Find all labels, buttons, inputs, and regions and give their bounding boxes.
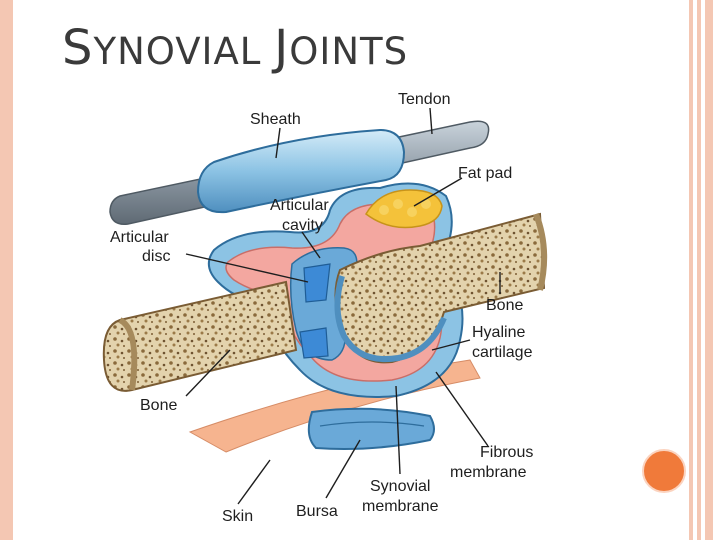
label-sheath: Sheath: [250, 111, 301, 128]
leader-lines: [185, 107, 501, 505]
label-articular-cavity-line2: cavity: [282, 217, 323, 234]
label-hyaline-line1: Hyaline: [472, 324, 525, 341]
label-bone-right: Bone: [486, 297, 523, 314]
label-fat-pad: Fat pad: [458, 165, 512, 182]
right-border-stripe: [689, 0, 693, 540]
accent-circle: [642, 449, 686, 493]
right-border-stripe: [705, 0, 713, 540]
left-bone: [102, 280, 298, 392]
fat-pad: [365, 189, 443, 229]
right-border-stripe: [697, 0, 701, 540]
label-fibrous-line1: Fibrous: [480, 444, 533, 461]
slide-title: SYNOVIAL JOINTS: [62, 20, 409, 76]
label-bone-left: Bone: [140, 397, 177, 414]
articular-disc: [299, 263, 331, 359]
left-border-bar: [0, 0, 13, 540]
bursa-shape: [307, 407, 435, 450]
label-bursa: Bursa: [296, 503, 338, 520]
label-synovial-line1: Synovial: [370, 478, 430, 495]
label-articular-disc-line1: Articular: [110, 229, 169, 246]
label-fibrous-line2: membrane: [450, 464, 527, 481]
label-articular-cavity-line1: Articular: [270, 197, 329, 214]
label-skin: Skin: [222, 508, 253, 525]
label-hyaline-line2: cartilage: [472, 344, 533, 361]
label-synovial-line2: membrane: [362, 498, 439, 515]
label-tendon: Tendon: [398, 91, 451, 108]
sheath-shape: [196, 128, 406, 214]
right-bone: [334, 212, 548, 364]
label-articular-disc-line2: disc: [142, 248, 170, 265]
